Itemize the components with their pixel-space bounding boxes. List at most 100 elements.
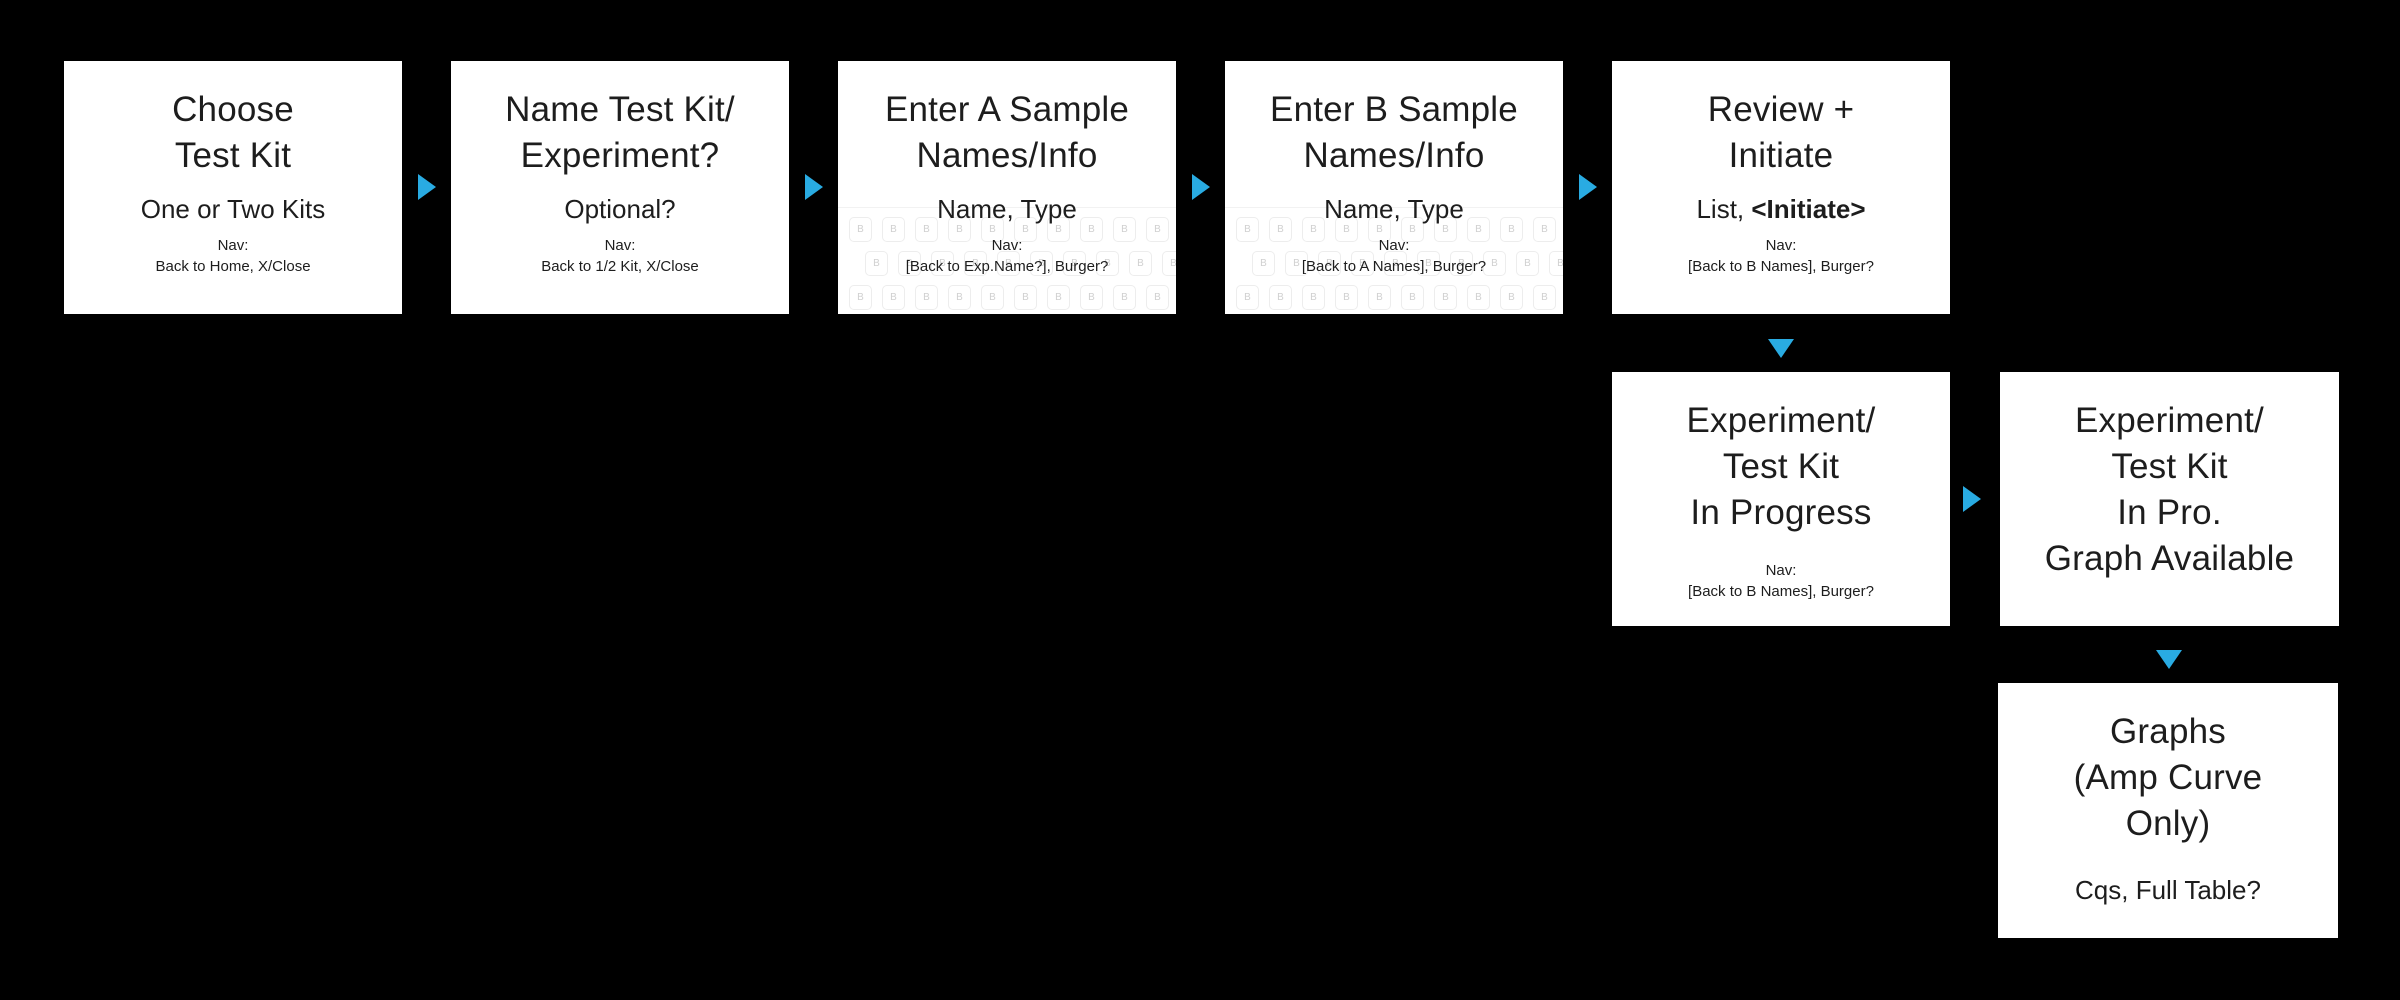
b-watermark-cell: B: [915, 217, 938, 242]
b-watermark-cell: B: [865, 251, 888, 276]
b-watermark-cell: B: [964, 251, 987, 276]
b-watermark-cell: B: [1318, 251, 1341, 276]
box-title: Enter A Sample Names/Info: [838, 87, 1176, 179]
b-watermark-cell: B: [1335, 285, 1358, 310]
b-watermark-cell: B: [898, 251, 921, 276]
title-line: Review +: [1707, 90, 1855, 129]
b-watermark-pattern: BBBBBBBBBBBBBBBBBBBBBBBBBBBBBBBBB: [1225, 207, 1563, 314]
b-watermark-cell: B: [1113, 217, 1136, 242]
b-watermark-cell: B: [997, 251, 1020, 276]
b-watermark-cell: B: [1401, 217, 1424, 242]
box-subtitle: Name, Type: [1324, 194, 1464, 224]
flow-arrow-down-icon: [2156, 650, 2182, 669]
b-watermark-cell: B: [1417, 251, 1440, 276]
step-box-experiment-in-progress: Experiment/ Test Kit In Progress Nav: [B…: [1612, 372, 1950, 626]
b-watermark-cell: B: [931, 251, 954, 276]
b-watermark-cell: B: [849, 285, 872, 310]
b-watermark-cell: B: [882, 217, 905, 242]
b-watermark-cell: B: [948, 285, 971, 310]
b-watermark-cell: B: [1302, 217, 1325, 242]
b-watermark-cell: B: [1129, 251, 1152, 276]
b-watermark-cell: B: [1467, 285, 1490, 310]
title-line: (Amp Curve: [2073, 758, 2263, 797]
b-watermark-cell: B: [1080, 285, 1103, 310]
subtitle-initiate-emphasis: <Initiate>: [1751, 194, 1866, 224]
nav-detail: [Back to Exp.Name?], Burger?: [905, 258, 1109, 275]
b-watermark-cell: B: [948, 217, 971, 242]
box-nav: Nav: [Back to B Names], Burger?: [1612, 560, 1950, 602]
title-line: Names/Info: [1303, 136, 1485, 175]
nav-detail: [Back to A Names], Burger?: [1301, 258, 1487, 275]
title-line: Graph Available: [2044, 539, 2295, 578]
nav-label: Nav:: [217, 237, 249, 254]
box-title: Graphs (Amp Curve Only): [1998, 709, 2338, 847]
subtitle-text: List,: [1696, 194, 1752, 224]
b-watermark-cell: B: [1500, 285, 1523, 310]
box-subtitle: Optional?: [564, 194, 676, 224]
b-watermark-cell: B: [1368, 217, 1391, 242]
step-box-name-test-kit: Name Test Kit/ Experiment? Optional? Nav…: [451, 61, 789, 314]
nav-label: Nav:: [1765, 562, 1797, 579]
box-subtitle: One or Two Kits: [140, 194, 326, 224]
nav-label: Nav:: [604, 237, 636, 254]
b-watermark-cell: B: [1269, 217, 1292, 242]
box-title: Choose Test Kit: [64, 87, 402, 179]
box-title: Enter B Sample Names/Info: [1225, 87, 1563, 179]
flow-arrow-down-icon: [1768, 339, 1794, 358]
b-watermark-cell: B: [1236, 217, 1259, 242]
b-watermark-cell: B: [1434, 217, 1457, 242]
title-line: Only): [2125, 804, 2211, 843]
step-box-enter-b-sample-names: BBBBBBBBBBBBBBBBBBBBBBBBBBBBBBBBB Enter …: [1225, 61, 1563, 314]
b-watermark-cell: B: [1549, 251, 1563, 276]
title-line: Name Test Kit/: [505, 90, 735, 129]
box-nav: Nav: Back to 1/2 Kit, X/Close: [451, 235, 789, 277]
b-watermark-cell: B: [1335, 217, 1358, 242]
b-watermark-cell: B: [1096, 251, 1119, 276]
step-box-choose-test-kit: Choose Test Kit One or Two Kits Nav: Bac…: [64, 61, 402, 314]
b-watermark-cell: B: [981, 217, 1004, 242]
b-watermark-cell: B: [1014, 217, 1037, 242]
step-box-experiment-in-progress-graph-available: Experiment/ Test Kit In Pro. Graph Avail…: [2000, 372, 2339, 626]
title-line: Enter B Sample: [1270, 90, 1518, 129]
title-line: Choose: [172, 90, 294, 129]
b-watermark-cell: B: [882, 285, 905, 310]
b-watermark-cell: B: [1047, 217, 1070, 242]
b-watermark-cell: B: [1014, 285, 1037, 310]
b-watermark-cell: B: [1483, 251, 1506, 276]
box-title: Experiment/ Test Kit In Progress: [1612, 398, 1950, 536]
b-watermark-cell: B: [849, 217, 872, 242]
box-subtitle: Cqs, Full Table?: [2075, 875, 2261, 905]
b-watermark-cell: B: [981, 285, 1004, 310]
b-watermark-cell: B: [1113, 285, 1136, 310]
b-watermark-cell: B: [1368, 285, 1391, 310]
title-line: Initiate: [1728, 136, 1834, 175]
b-watermark-cell: B: [1533, 217, 1556, 242]
flow-arrow-right-icon: [418, 174, 436, 200]
title-line: Experiment/: [2075, 401, 2264, 440]
flow-arrow-right-icon: [1192, 174, 1210, 200]
title-line: Experiment?: [520, 136, 720, 175]
nav-label: Nav:: [991, 237, 1023, 254]
box-title: Experiment/ Test Kit In Pro. Graph Avail…: [2000, 398, 2339, 582]
step-box-enter-a-sample-names: BBBBBBBBBBBBBBBBBBBBBBBBBBBBBBBBB Enter …: [838, 61, 1176, 314]
title-line: Graphs: [2110, 712, 2226, 751]
flow-arrow-right-icon: [1579, 174, 1597, 200]
box-nav: Nav: Back to Home, X/Close: [64, 235, 402, 277]
b-watermark-cell: B: [1384, 251, 1407, 276]
nav-label: Nav:: [1765, 237, 1797, 254]
b-watermark-cell: B: [1047, 285, 1070, 310]
b-watermark-cell: B: [915, 285, 938, 310]
box-nav: Nav: [Back to B Names], Burger?: [1612, 235, 1950, 277]
nav-detail: Back to Home, X/Close: [155, 258, 311, 275]
b-watermark-cell: B: [1252, 251, 1275, 276]
b-watermark-cell: B: [1450, 251, 1473, 276]
title-line: Experiment/: [1686, 401, 1876, 440]
b-watermark-cell: B: [1162, 251, 1176, 276]
nav-detail: [Back to B Names], Burger?: [1688, 258, 1874, 275]
step-box-graphs-amp-curve-only: Graphs (Amp Curve Only) Cqs, Full Table?: [1998, 683, 2338, 938]
